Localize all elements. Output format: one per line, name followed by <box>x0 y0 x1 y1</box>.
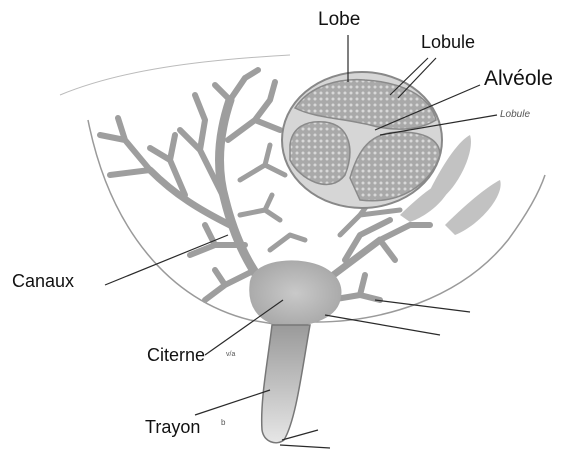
label-citerne: Citerne <box>147 346 205 364</box>
svg-text:v/a: v/a <box>226 351 235 358</box>
label-alveole: Alvéole <box>484 68 553 89</box>
teat <box>262 325 310 443</box>
svg-text:b: b <box>221 418 226 427</box>
label-lobe: Lobe <box>318 10 360 29</box>
label-canaux: Canaux <box>12 272 74 290</box>
label-lobule-small: Lobule <box>500 110 530 120</box>
label-lobule: Lobule <box>421 33 475 51</box>
label-trayon: Trayon <box>145 418 200 436</box>
lobe-section <box>282 72 442 208</box>
